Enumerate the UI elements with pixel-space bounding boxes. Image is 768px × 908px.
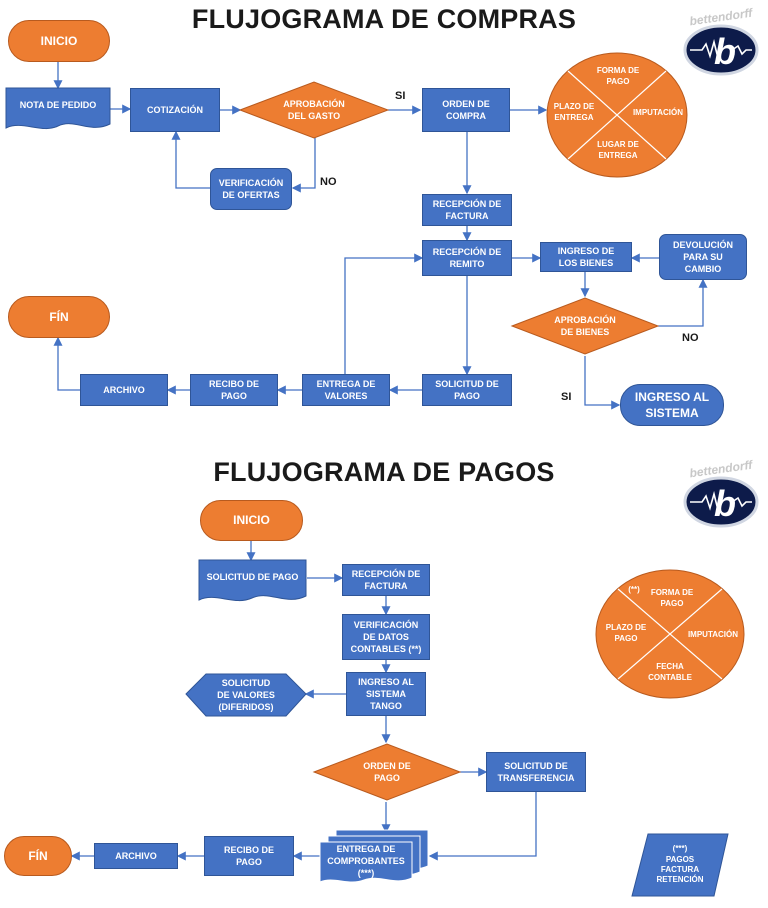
node-aprobacion-bienes: APROBACIÓN DE BIENES (554, 314, 616, 337)
circle-pagos-bottom: FECHA CONTABLE (648, 662, 692, 682)
node-inicio: INICIO (8, 20, 110, 62)
node-pagos-solicitud-pago: SOLICITUD DE PAGO (206, 571, 299, 582)
label-no: NO (320, 176, 337, 188)
node-pagos-orden-pago: ORDEN DE PAGO (363, 760, 411, 783)
doc-nota-pedido (5, 87, 111, 130)
arrow-verificacion-cotizacion (171, 130, 210, 189)
logo-letter: b (714, 31, 736, 72)
node-ingreso-sistema: INGRESO AL SISTEMA (620, 384, 724, 426)
node-pagos-solicitud-valores: SOLICITUD DE VALORES (DIFERIDOS) (217, 677, 275, 713)
node-pagos-recepcion-factura: RECEPCIÓN DE FACTURA (342, 564, 430, 596)
node-pagos-ingreso-tango: INGRESO AL SISTEMA TANGO (346, 672, 426, 716)
arrow-aprobacion-devolucion (658, 278, 708, 327)
node-pagos-solicitud-transferencia: SOLICITUD DE TRANSFERENCIA (486, 752, 586, 792)
hexagon-solicitud-valores (185, 673, 307, 717)
circle-compras-bottom: LUGAR DE ENTREGA (597, 140, 639, 160)
bettendorff-logo: bettendorff b (680, 6, 762, 83)
bettendorff-logo-2: bettendorff b (680, 458, 762, 535)
node-solicitud-pago: SOLICITUD DE PAGO (422, 374, 512, 406)
circle-pagos-left: PLAZO DE PAGO (605, 623, 647, 643)
label-si-bienes: SI (561, 391, 572, 403)
arrow-aprobacion-sistema (584, 356, 621, 410)
title-compras: FLUJOGRAMA DE COMPRAS (191, 4, 577, 34)
node-pagos-inicio: INICIO (200, 500, 303, 541)
node-pagos-entrega-comprobantes: ENTREGA DE COMPROBANTES (***) (327, 843, 405, 879)
node-recepcion-remito: RECEPCIÓN DE REMITO (422, 240, 512, 276)
node-devolucion: DEVOLUCIÓN PARA SU CAMBIO (659, 234, 747, 280)
node-recibo-pago: RECIBO DE PAGO (190, 374, 278, 406)
decision-aprobacion-bienes (510, 297, 660, 355)
circle-compras-right: IMPUTACIÓN (632, 107, 684, 117)
circle-compras-top: FORMA DE PAGO (596, 66, 640, 86)
node-recepcion-factura: RECEPCIÓN DE FACTURA (422, 194, 512, 226)
circle-pagos (595, 569, 745, 699)
node-orden-compra: ORDEN DE COMPRA (422, 88, 510, 132)
decision-aprobacion-gasto (238, 81, 390, 139)
node-cotizacion: COTIZACIÓN (130, 88, 220, 132)
node-nota-pedido: NOTA DE PEDIDO (19, 99, 97, 110)
title-pagos: FLUJOGRAMA DE PAGOS (213, 457, 555, 487)
node-ingreso-bienes: INGRESO DE LOS BIENES (540, 242, 632, 272)
circle-pagos-top: FORMA DE PAGO (650, 588, 694, 608)
node-pagos-archivo: ARCHIVO (94, 843, 178, 869)
node-pagos-recibo-pago: RECIBO DE PAGO (204, 836, 294, 876)
arrow-transferencia-comprobantes (428, 792, 537, 861)
decision-orden-pago (312, 743, 462, 801)
svg-text:b: b (714, 483, 736, 524)
circle-pagos-right: IMPUTACIÓN (687, 629, 739, 639)
label-no-bienes: NO (682, 332, 699, 344)
arrow-archivo-fin (53, 336, 80, 391)
node-pagos-fin: FÍN (4, 836, 72, 876)
node-fin: FÍN (8, 296, 110, 338)
node-verificacion-ofertas: VERIFICACIÓN DE OFERTAS (210, 168, 292, 210)
node-pagos-note: (***) PAGOS FACTURA RETENCIÓN (656, 844, 704, 885)
multidoc-front (319, 841, 413, 883)
arrow-aprobacion-verificacion (291, 138, 316, 193)
arrow-entrega-remito (344, 253, 424, 374)
node-entrega-valores: ENTREGA DE VALORES (302, 374, 390, 406)
node-pagos-verificacion: VERIFICACIÓN DE DATOS CONTABLES (**) (342, 614, 430, 660)
node-aprobacion-gasto: APROBACIÓN DEL GASTO (283, 98, 345, 121)
circle-compras-left: PLAZO DE ENTREGA (553, 102, 595, 122)
circle-compras (546, 52, 688, 178)
circle-pagos-star: (**) (628, 584, 640, 594)
doc-solicitud-pago (198, 559, 307, 602)
node-archivo: ARCHIVO (80, 374, 168, 406)
parallelogram-note (631, 833, 729, 897)
label-si: SI (395, 90, 406, 102)
